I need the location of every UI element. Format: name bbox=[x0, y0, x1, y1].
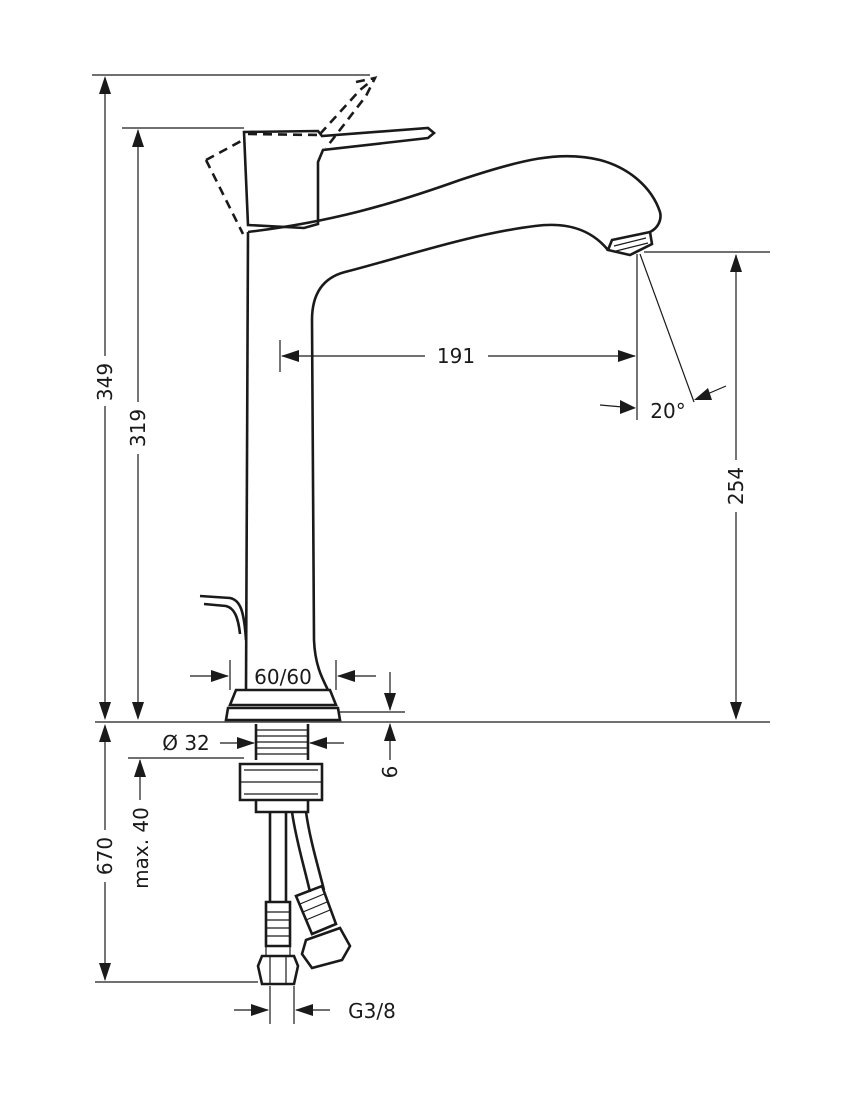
faucet-outline bbox=[95, 76, 662, 723]
lever-handle-open-position bbox=[204, 76, 378, 235]
hose-fitting-straight bbox=[264, 900, 292, 948]
arrow-hose-bottom bbox=[99, 963, 111, 981]
label-spout-clearance: 254 bbox=[724, 467, 748, 505]
label-connection-thread: G3/8 bbox=[348, 999, 396, 1023]
arrow-clearance-top bbox=[730, 254, 742, 272]
arrow-handle-height-bottom bbox=[132, 702, 144, 720]
arrow-angle-left bbox=[620, 400, 636, 414]
label-max-counter: max. 40 bbox=[129, 807, 153, 889]
arrow-g38-left bbox=[251, 1004, 269, 1016]
spout-lower-edge bbox=[310, 223, 610, 691]
supply-hose-straight bbox=[268, 812, 288, 902]
base-plate bbox=[224, 706, 342, 722]
arrow-thickness-bottom bbox=[384, 723, 396, 741]
label-thread-diameter: Ø 32 bbox=[162, 731, 210, 755]
aerator bbox=[613, 237, 649, 252]
mounting-nut bbox=[238, 762, 324, 802]
lower-shank bbox=[254, 800, 310, 814]
hose-fitting-bent-knurl bbox=[299, 893, 331, 921]
label-base-thickness: 6 bbox=[378, 766, 402, 779]
arrow-thickness-top bbox=[384, 693, 396, 711]
arrow-g38-right bbox=[295, 1004, 313, 1016]
mounting-hardware bbox=[238, 724, 352, 986]
hex-nut-bent bbox=[300, 926, 352, 970]
supply-hose-bent bbox=[290, 811, 326, 893]
shank-threads bbox=[256, 729, 308, 755]
hose-fitting-bent bbox=[294, 884, 338, 936]
hose-fitting-straight-knurl bbox=[266, 911, 290, 937]
label-reach: 191 bbox=[437, 344, 475, 368]
label-total-height: 349 bbox=[93, 363, 117, 401]
hex-nut-straight-lines bbox=[265, 946, 291, 984]
label-hose-length: 670 bbox=[93, 837, 117, 875]
label-handle-height: 319 bbox=[126, 409, 150, 447]
arrow-hose-top bbox=[99, 724, 111, 742]
hex-nut-straight bbox=[256, 954, 300, 986]
arrow-angle-right bbox=[694, 388, 712, 400]
pop-up-rod bbox=[199, 594, 248, 641]
spout-tip bbox=[606, 230, 654, 257]
arrow-total-height-bottom bbox=[99, 702, 111, 720]
arrow-total-height-top bbox=[99, 76, 111, 94]
arrow-base-right bbox=[337, 670, 355, 682]
label-spray-angle: 20° bbox=[650, 399, 685, 423]
arrow-base-left bbox=[211, 670, 229, 682]
arrow-thread-left bbox=[237, 737, 255, 749]
arrow-clearance-bottom bbox=[730, 702, 742, 720]
angle-line bbox=[639, 253, 695, 403]
arrow-reach-left bbox=[281, 350, 299, 362]
mounting-washer bbox=[240, 769, 322, 795]
arrow-reach-right bbox=[618, 350, 636, 362]
arrow-max-counter bbox=[134, 759, 146, 777]
dimension-lines: 349 319 191 20° 254 bbox=[92, 74, 770, 1024]
arrow-thread-right bbox=[309, 737, 327, 749]
body-left-edge bbox=[244, 231, 250, 691]
lever-handle bbox=[242, 126, 437, 230]
label-base-width: 60/60 bbox=[254, 665, 312, 689]
arrow-handle-height-top bbox=[132, 129, 144, 147]
base-flange bbox=[228, 688, 338, 707]
spout-upper-edge bbox=[247, 154, 662, 234]
